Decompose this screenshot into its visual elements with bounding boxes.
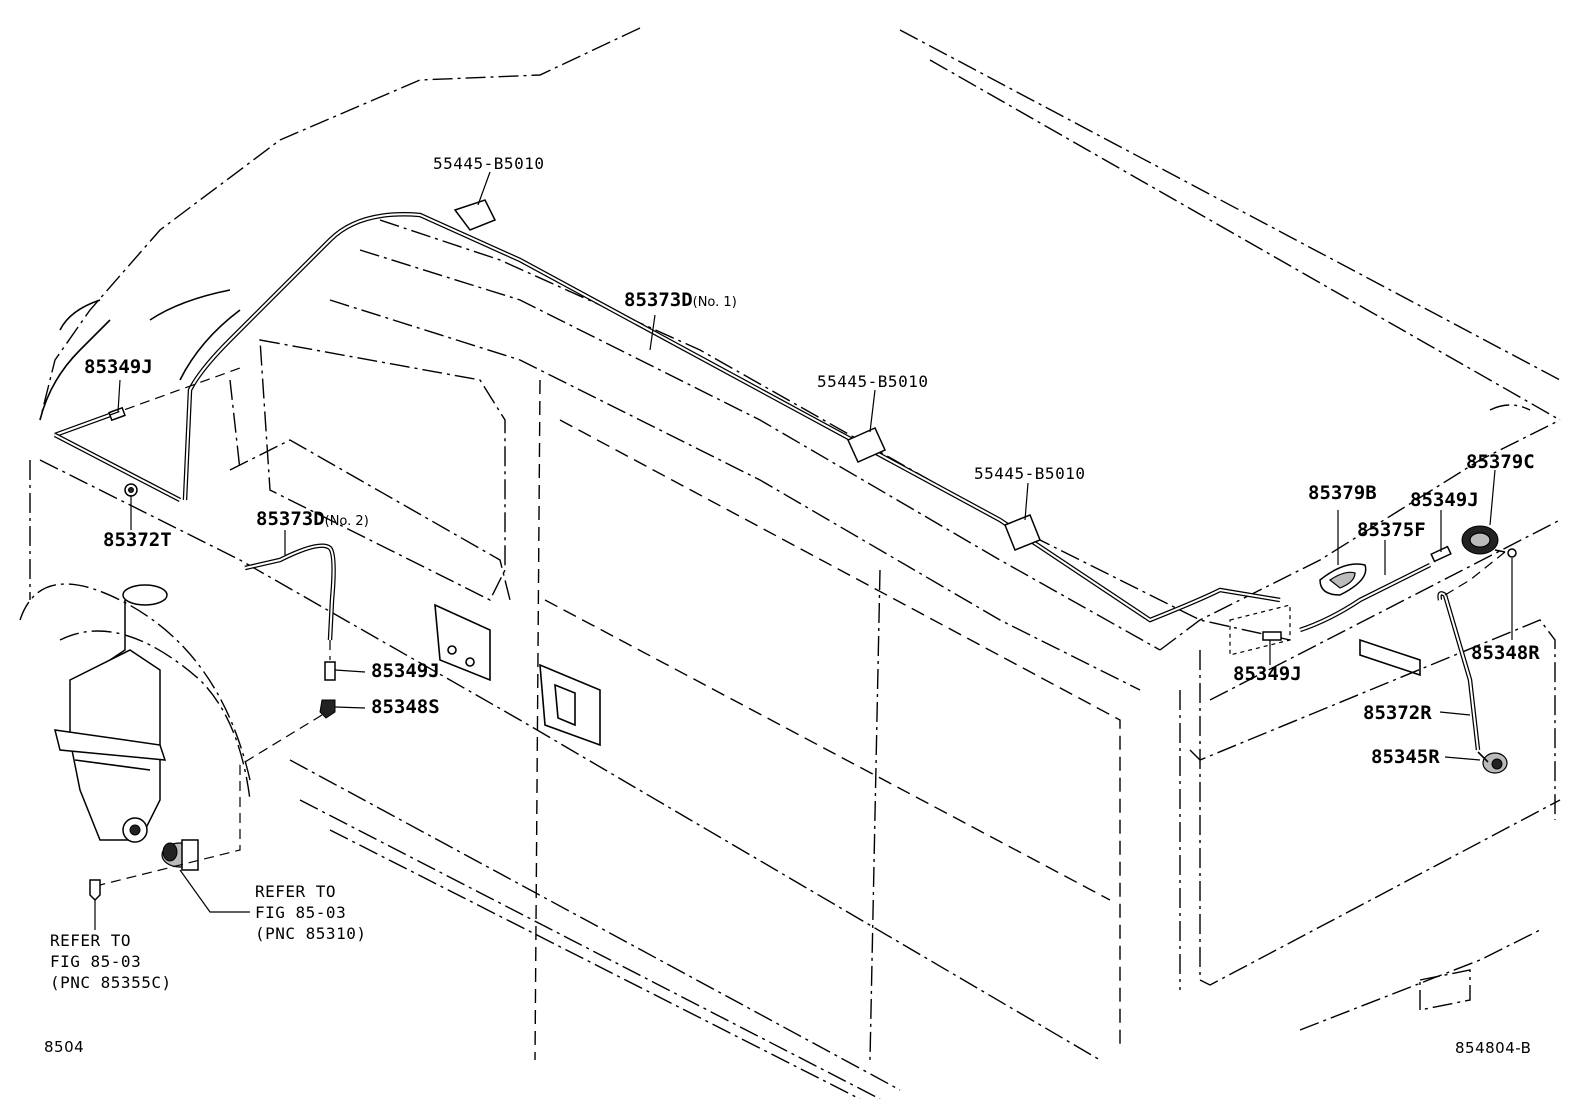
hose-85375F: [1299, 562, 1432, 633]
leader-lines: [94, 171, 1513, 930]
label-hose-no2: 85373D(No. 2): [256, 510, 369, 529]
joint-icon-center: [324, 661, 336, 681]
fig-number: 8504: [44, 1038, 85, 1056]
label-clip-mid: 55445-B5010: [817, 372, 929, 391]
hose-85373D-no1: [53, 212, 1281, 623]
label-grommet-b: 85379B: [1308, 482, 1377, 504]
joint-icon-left-top: [108, 406, 126, 422]
hose-no2-part: 85373D: [256, 508, 325, 530]
label-clamp-left: 85372T: [103, 529, 172, 551]
hose-85372R: [1437, 591, 1481, 751]
grommet-b-icon: [1319, 563, 1367, 596]
label-pump-r: 85345R: [1371, 746, 1440, 768]
label-nozzle-r: 85348R: [1471, 642, 1540, 664]
vehicle-body-lines: [19, 27, 1561, 1099]
nozzle-icon-center: [319, 699, 336, 719]
label-joint-right-top: 85349J: [1410, 489, 1479, 511]
joint-icon-right-top: [1430, 545, 1452, 563]
label-nozzle-center: 85348S: [371, 696, 440, 718]
grommet-c-icon: [1461, 525, 1499, 555]
joint-icon-right-bottom: [1229, 604, 1291, 656]
pump-r-icon: [1477, 751, 1508, 774]
hose-no2-suffix: (No. 2): [324, 514, 369, 529]
hood-detail: [39, 289, 241, 421]
label-hose-no1: 85373D(No. 1): [624, 291, 737, 310]
label-refer-pump: REFER TO FIG 85-03 (PNC 85310): [255, 882, 367, 943]
clip-icons: [453, 199, 1041, 551]
label-joint-right-bottom: 85349J: [1233, 663, 1302, 685]
hose-no1-suffix: (No. 1): [692, 295, 737, 310]
label-hose-f: 85375F: [1357, 519, 1426, 541]
label-clip-right: 55445-B5010: [974, 464, 1086, 483]
label-joint-center: 85349J: [371, 660, 440, 682]
relation-lines: [99, 367, 1506, 886]
label-grommet-c: 85379C: [1466, 451, 1535, 473]
label-joint-left-top: 85349J: [84, 356, 153, 378]
clamp-icon: [124, 483, 138, 497]
washer-tank-icon: [54, 584, 168, 843]
nozzle-r-icon: [1494, 548, 1517, 558]
tank-elbow-icon: [89, 879, 101, 902]
illustration-id: 854804-B: [1455, 1039, 1532, 1057]
pump-icon: [161, 839, 199, 871]
hose-85373D-no2: [244, 543, 336, 641]
label-refer-tank: REFER TO FIG 85-03 (PNC 85355C): [50, 931, 172, 992]
label-clip-top: 55445-B5010: [433, 154, 545, 173]
label-hose-r: 85372R: [1363, 702, 1432, 724]
hose-no1-part: 85373D: [624, 289, 693, 311]
